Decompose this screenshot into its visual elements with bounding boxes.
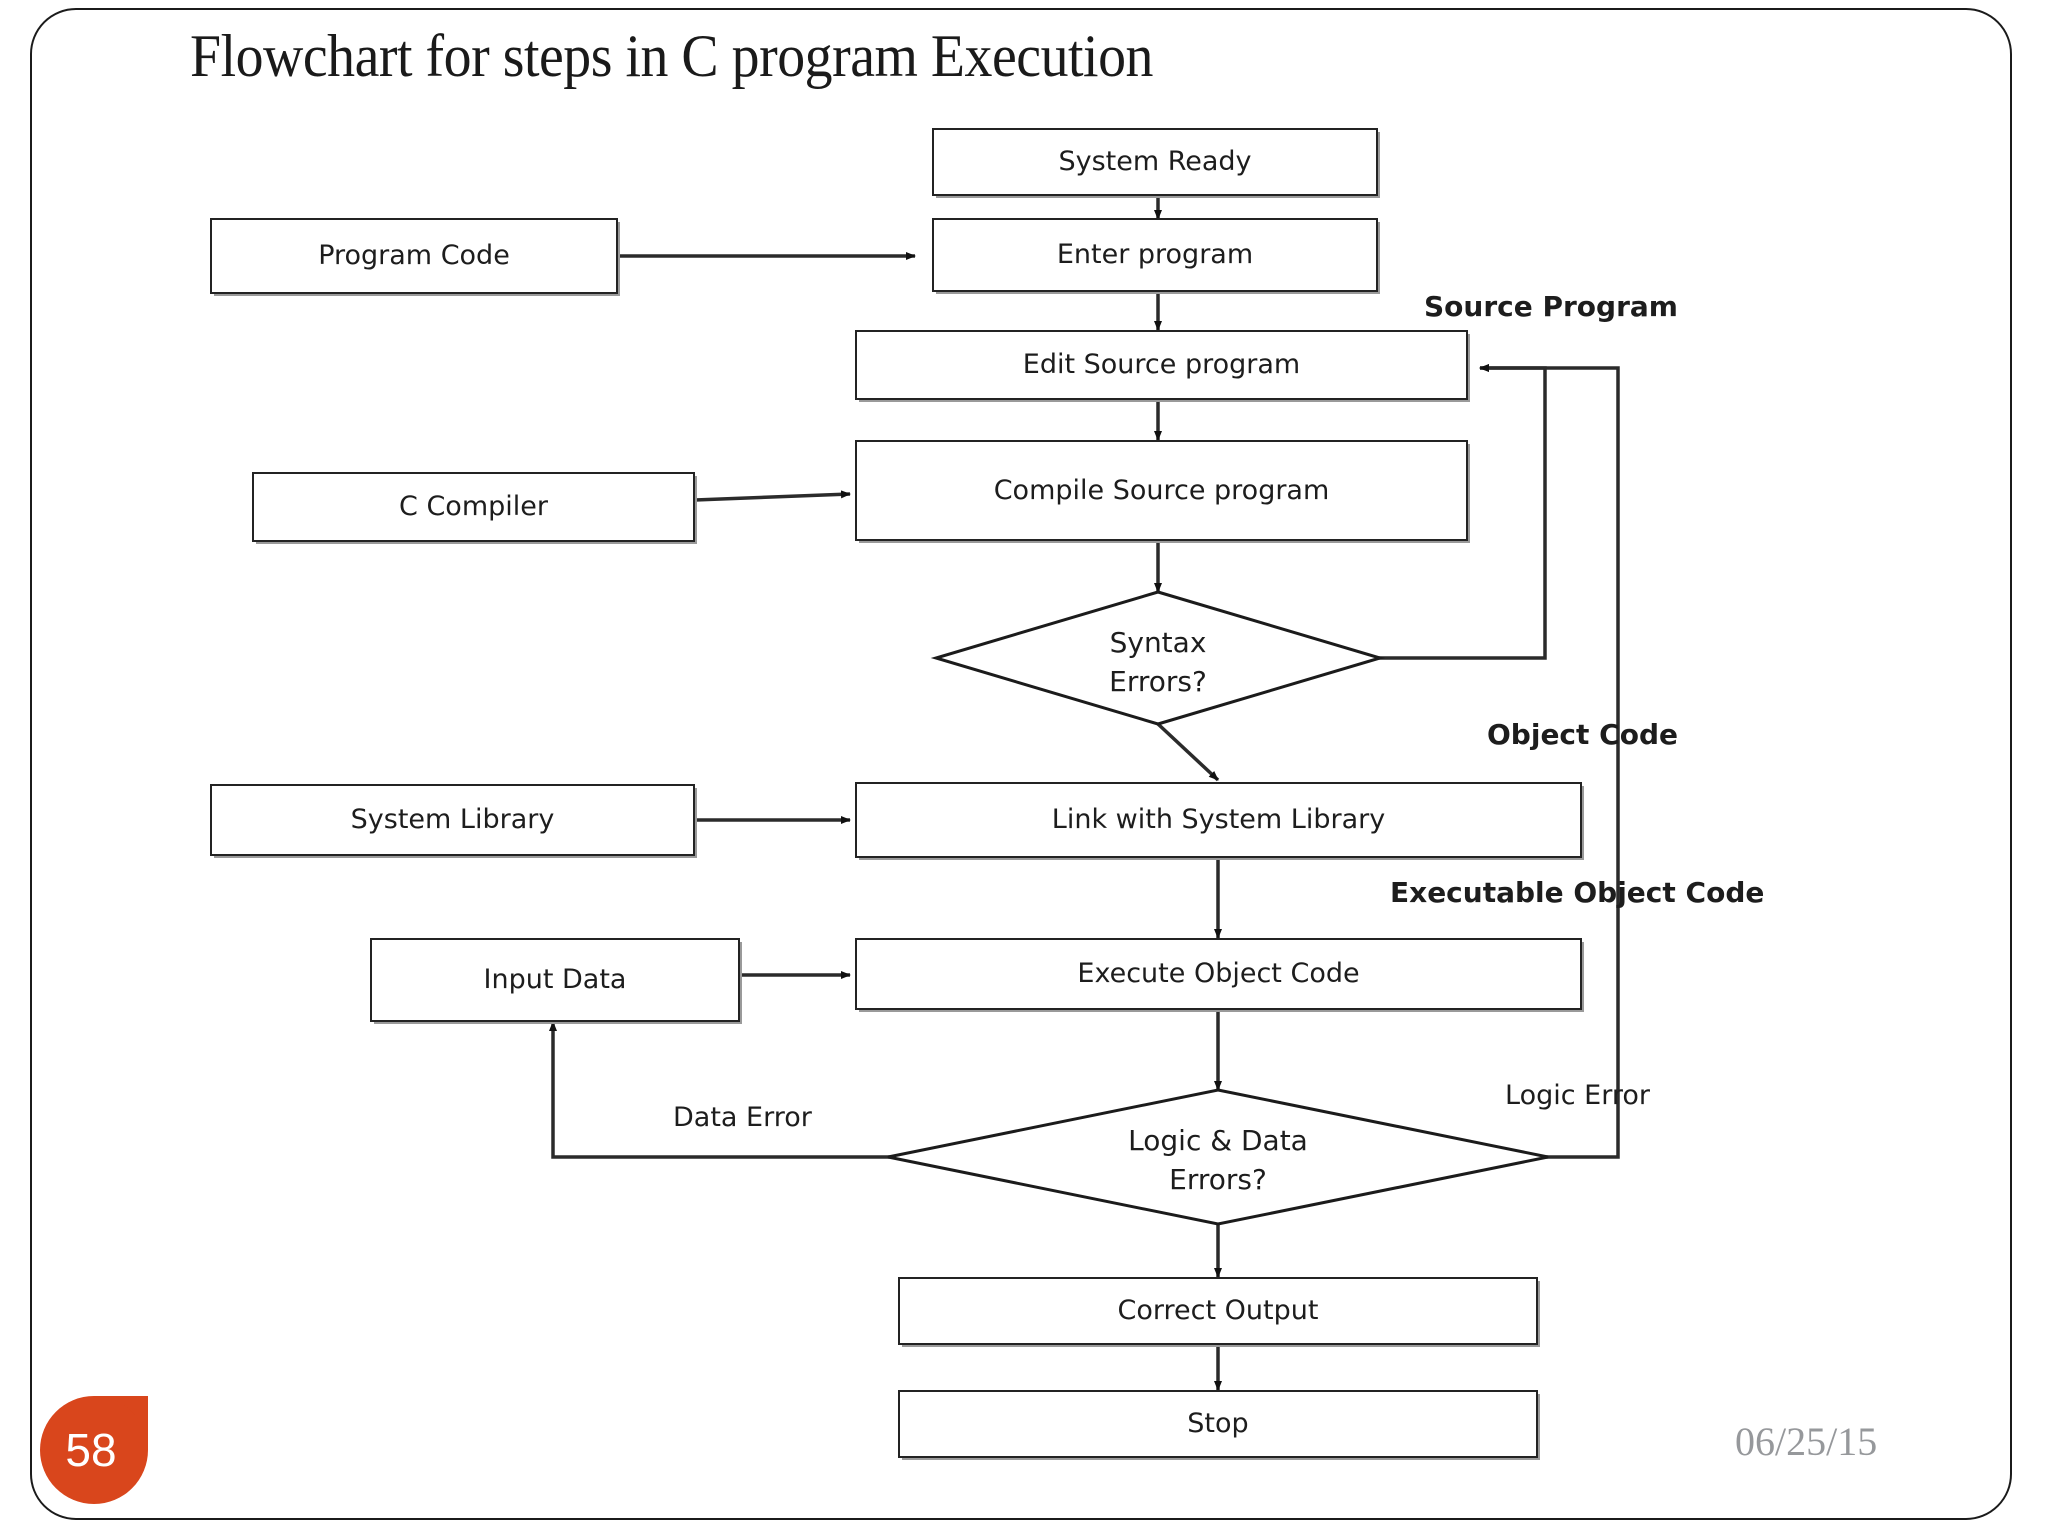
edge-label-data-error: Data Error xyxy=(673,1102,812,1133)
edge-label-executable-object-code: Executable Object Code xyxy=(1390,876,1765,909)
node-stop[interactable]: Stop xyxy=(898,1390,1538,1458)
diamond-label-syntax-errors: Syntax Errors? xyxy=(1058,624,1258,701)
page-title: Flowchart for steps in C program Executi… xyxy=(190,23,1153,89)
diamond-label-logic-data-errors: Logic & Data Errors? xyxy=(1068,1122,1368,1199)
diamond-label-line1: Logic & Data xyxy=(1128,1124,1308,1157)
diamond-label-line2: Errors? xyxy=(1169,1162,1267,1196)
page-number: 58 xyxy=(65,1424,117,1476)
node-label: Input Data xyxy=(483,964,627,996)
page-number-badge: 58 xyxy=(40,1396,148,1504)
node-compile-source-program[interactable]: Compile Source program xyxy=(855,440,1468,541)
diamond-syntax-errors xyxy=(930,590,1386,726)
node-enter-program[interactable]: Enter program xyxy=(932,218,1378,292)
node-label: Program Code xyxy=(318,240,510,272)
node-execute-object-code[interactable]: Execute Object Code xyxy=(855,938,1582,1010)
badge-disc xyxy=(40,1396,148,1504)
node-system-ready[interactable]: System Ready xyxy=(932,128,1378,196)
diamond-label-line2: Errors? xyxy=(1109,664,1207,698)
node-edit-source-program[interactable]: Edit Source program xyxy=(855,330,1468,400)
edge-label-source-program: Source Program xyxy=(1424,290,1678,323)
node-label: Compile Source program xyxy=(993,474,1330,506)
node-link-with-system-library[interactable]: Link with System Library xyxy=(855,782,1582,858)
node-label: Stop xyxy=(1187,1408,1249,1440)
node-label: Link with System Library xyxy=(1051,804,1386,836)
node-program-code[interactable]: Program Code xyxy=(210,218,618,294)
node-system-library[interactable]: System Library xyxy=(210,784,695,856)
node-label: Enter program xyxy=(1056,239,1254,271)
diamond-logic-data-errors xyxy=(887,1088,1549,1226)
edge-label-logic-error: Logic Error xyxy=(1505,1080,1650,1111)
node-label: Execute Object Code xyxy=(1077,958,1360,990)
node-label: System Ready xyxy=(1058,146,1252,178)
edge-label-object-code: Object Code xyxy=(1487,718,1678,751)
slide-date: 06/25/15 xyxy=(1735,1419,1878,1464)
node-label: Edit Source program xyxy=(1022,349,1301,381)
node-label: System Library xyxy=(350,804,555,836)
node-correct-output[interactable]: Correct Output xyxy=(898,1277,1538,1345)
node-label: C Compiler xyxy=(399,491,548,523)
node-input-data[interactable]: Input Data xyxy=(370,938,740,1022)
node-c-compiler[interactable]: C Compiler xyxy=(252,472,695,542)
diamond-label-line1: Syntax xyxy=(1109,626,1207,659)
node-label: Correct Output xyxy=(1117,1295,1319,1327)
